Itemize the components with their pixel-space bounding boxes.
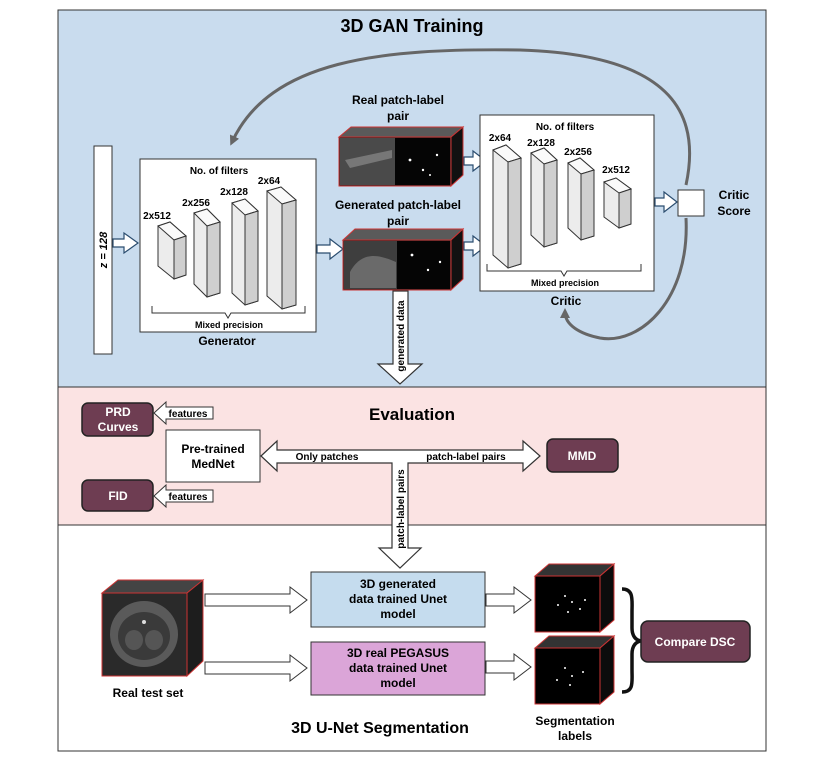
generated-data-down-arrow: [376, 290, 424, 385]
generator-layer-label-3: 2x128: [220, 187, 248, 198]
z-input-bar: [93, 145, 113, 355]
segmentation-labels-line2: labels: [558, 729, 592, 743]
real-test-set-label: Real test set: [113, 686, 184, 700]
real-model-line2: data trained Unet: [349, 661, 447, 675]
generated-data-label: generated data: [396, 300, 407, 372]
critic-to-generator-feedback-arrow: [229, 48, 692, 186]
only-patches-label: Only patches: [296, 452, 359, 463]
real-model-line1: 3D real PEGASUS: [347, 646, 449, 660]
generator-layer-3: [231, 198, 259, 306]
critic-score-box: [677, 189, 705, 217]
generator-layer-1: [157, 221, 187, 280]
features-top-arrow: [153, 400, 214, 426]
prd-curves-label-line1: PRD: [105, 405, 131, 419]
critic-layer-label-1: 2x64: [489, 133, 512, 144]
critic-layer-label-2: 2x128: [527, 138, 555, 149]
z-to-generator-arrow: [112, 231, 140, 255]
mmd-pill: [546, 438, 619, 473]
generator-layer-2: [193, 208, 221, 298]
patch-label-pairs-label: patch-label pairs: [426, 452, 506, 463]
critic-score-loop-arrow: [560, 217, 688, 341]
compare-dsc-label: Compare DSC: [655, 635, 736, 649]
critic-precision-label: Mixed precision: [531, 278, 599, 288]
evaluation-section-title: Evaluation: [369, 405, 455, 424]
real-patch-label-pair-image: [337, 125, 465, 188]
critic-filters-label: No. of filters: [536, 122, 595, 133]
generator-layer-label-4: 2x64: [258, 176, 281, 187]
critic-layer-4: [602, 177, 633, 229]
critic-layer-label-4: 2x512: [602, 165, 630, 176]
pretrained-mednet-box: [165, 429, 261, 483]
prd-curves-pill: [81, 402, 154, 437]
critic-score-label-line1: Critic: [719, 188, 750, 202]
test-to-real-model-arrow: [204, 653, 308, 683]
generator-layer-4: [265, 186, 298, 310]
fid-label: FID: [108, 489, 128, 503]
critic-layer-label-3: 2x256: [564, 147, 592, 158]
vertical-patch-label-pairs-label: patch-label pairs: [396, 469, 407, 549]
generated-model-line3: model: [380, 607, 415, 621]
critic-layer-2: [530, 147, 558, 248]
real-pair-label-line1: Real patch-label: [352, 93, 444, 107]
unet-section-title: 3D U-Net Segmentation: [291, 720, 469, 737]
generated-model-line2: data trained Unet: [349, 592, 447, 606]
features-bottom-arrow: [153, 483, 214, 509]
real-pair-label-line2: pair: [387, 109, 409, 123]
real-model-line3: model: [380, 676, 415, 690]
mednet-label-line1: Pre-trained: [181, 442, 244, 456]
segmentation-labels-line1: Segmentation: [535, 714, 614, 728]
critic-precision-brace: [486, 264, 642, 277]
critic-layer-1: [492, 144, 523, 269]
critic-score-label-line2: Score: [717, 204, 751, 218]
features-top-label: features: [169, 409, 208, 420]
generated-patch-label-pair-image: [341, 227, 465, 292]
generated-pair-label-line2: pair: [387, 214, 409, 228]
z-input-label: z = 128: [98, 231, 110, 269]
generator-layer-label-2: 2x256: [182, 198, 210, 209]
fid-pill: [81, 479, 154, 512]
critic-title: Critic: [551, 294, 582, 308]
compare-dsc-pill: [640, 620, 751, 663]
generated-model-line1: 3D generated: [360, 577, 436, 591]
test-to-generated-model-arrow: [204, 585, 308, 615]
real-data-unet-model-box: [310, 641, 486, 696]
segmentation-cube-real: [533, 634, 616, 706]
real-model-to-seg-arrow: [485, 652, 532, 682]
critic-to-score-arrow: [654, 190, 678, 214]
generated-model-to-seg-arrow: [485, 585, 532, 615]
generator-filters-label: No. of filters: [190, 166, 249, 177]
real-test-set-cube: [100, 578, 205, 678]
generated-pair-label-line1: Generated patch-label: [335, 198, 461, 212]
segmentation-cube-generated: [533, 562, 616, 634]
critic-layer-3: [567, 157, 596, 241]
mmd-label: MMD: [568, 449, 597, 463]
generator-precision-brace: [151, 306, 306, 319]
evaluation-branch-arrow: [260, 439, 541, 569]
generator-to-pair-arrow: [316, 237, 344, 261]
mednet-label-line2: MedNet: [191, 457, 234, 471]
generator-title: Generator: [198, 334, 256, 348]
generator-layer-label-1: 2x512: [143, 211, 171, 222]
generator-precision-label: Mixed precision: [195, 320, 263, 330]
features-bottom-label: features: [169, 492, 208, 503]
gan-section-title: 3D GAN Training: [340, 16, 483, 36]
generated-data-unet-model-box: [310, 571, 486, 628]
prd-curves-label-line2: Curves: [98, 420, 139, 434]
